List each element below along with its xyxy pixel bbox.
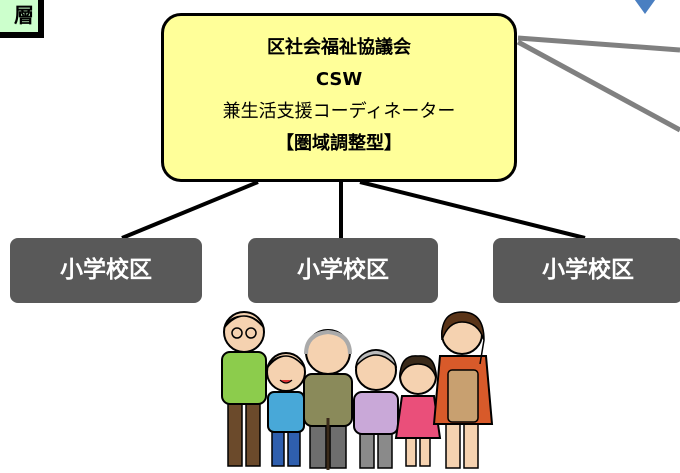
level-tag: 層: [0, 0, 40, 34]
girl-figure: [394, 355, 442, 467]
district-label: 小学校区: [60, 257, 152, 283]
connector-to-district-1: [121, 180, 259, 240]
boy-figure: [266, 352, 306, 467]
mother-figure: [432, 311, 494, 469]
grandfather-figure: [303, 329, 353, 470]
connector-right-upper: [517, 35, 680, 53]
org-role: CSW: [315, 69, 363, 90]
level-tag-label: 層: [14, 3, 34, 27]
father-figure: [221, 311, 267, 467]
district-box: 小学校区: [248, 238, 438, 303]
org-type: 【圏域調整型】: [276, 133, 402, 154]
district-box: 小学校区: [10, 238, 202, 303]
family-group-illustration: [221, 311, 494, 470]
org-box: 区社会福祉協議会 CSW 兼生活支援コーディネーター 【圏域調整型】: [161, 13, 517, 182]
org-subrole: 兼生活支援コーディネーター: [222, 101, 456, 122]
arrow-down-icon: [634, 0, 656, 14]
connector-to-district-3: [359, 180, 586, 240]
grandmother-figure: [353, 349, 399, 469]
district-box: 小学校区: [493, 238, 680, 303]
org-name: 区社会福祉協議会: [267, 37, 411, 58]
district-label: 小学校区: [297, 257, 389, 283]
district-label: 小学校区: [542, 257, 634, 283]
connector-right-lower: [516, 39, 680, 133]
